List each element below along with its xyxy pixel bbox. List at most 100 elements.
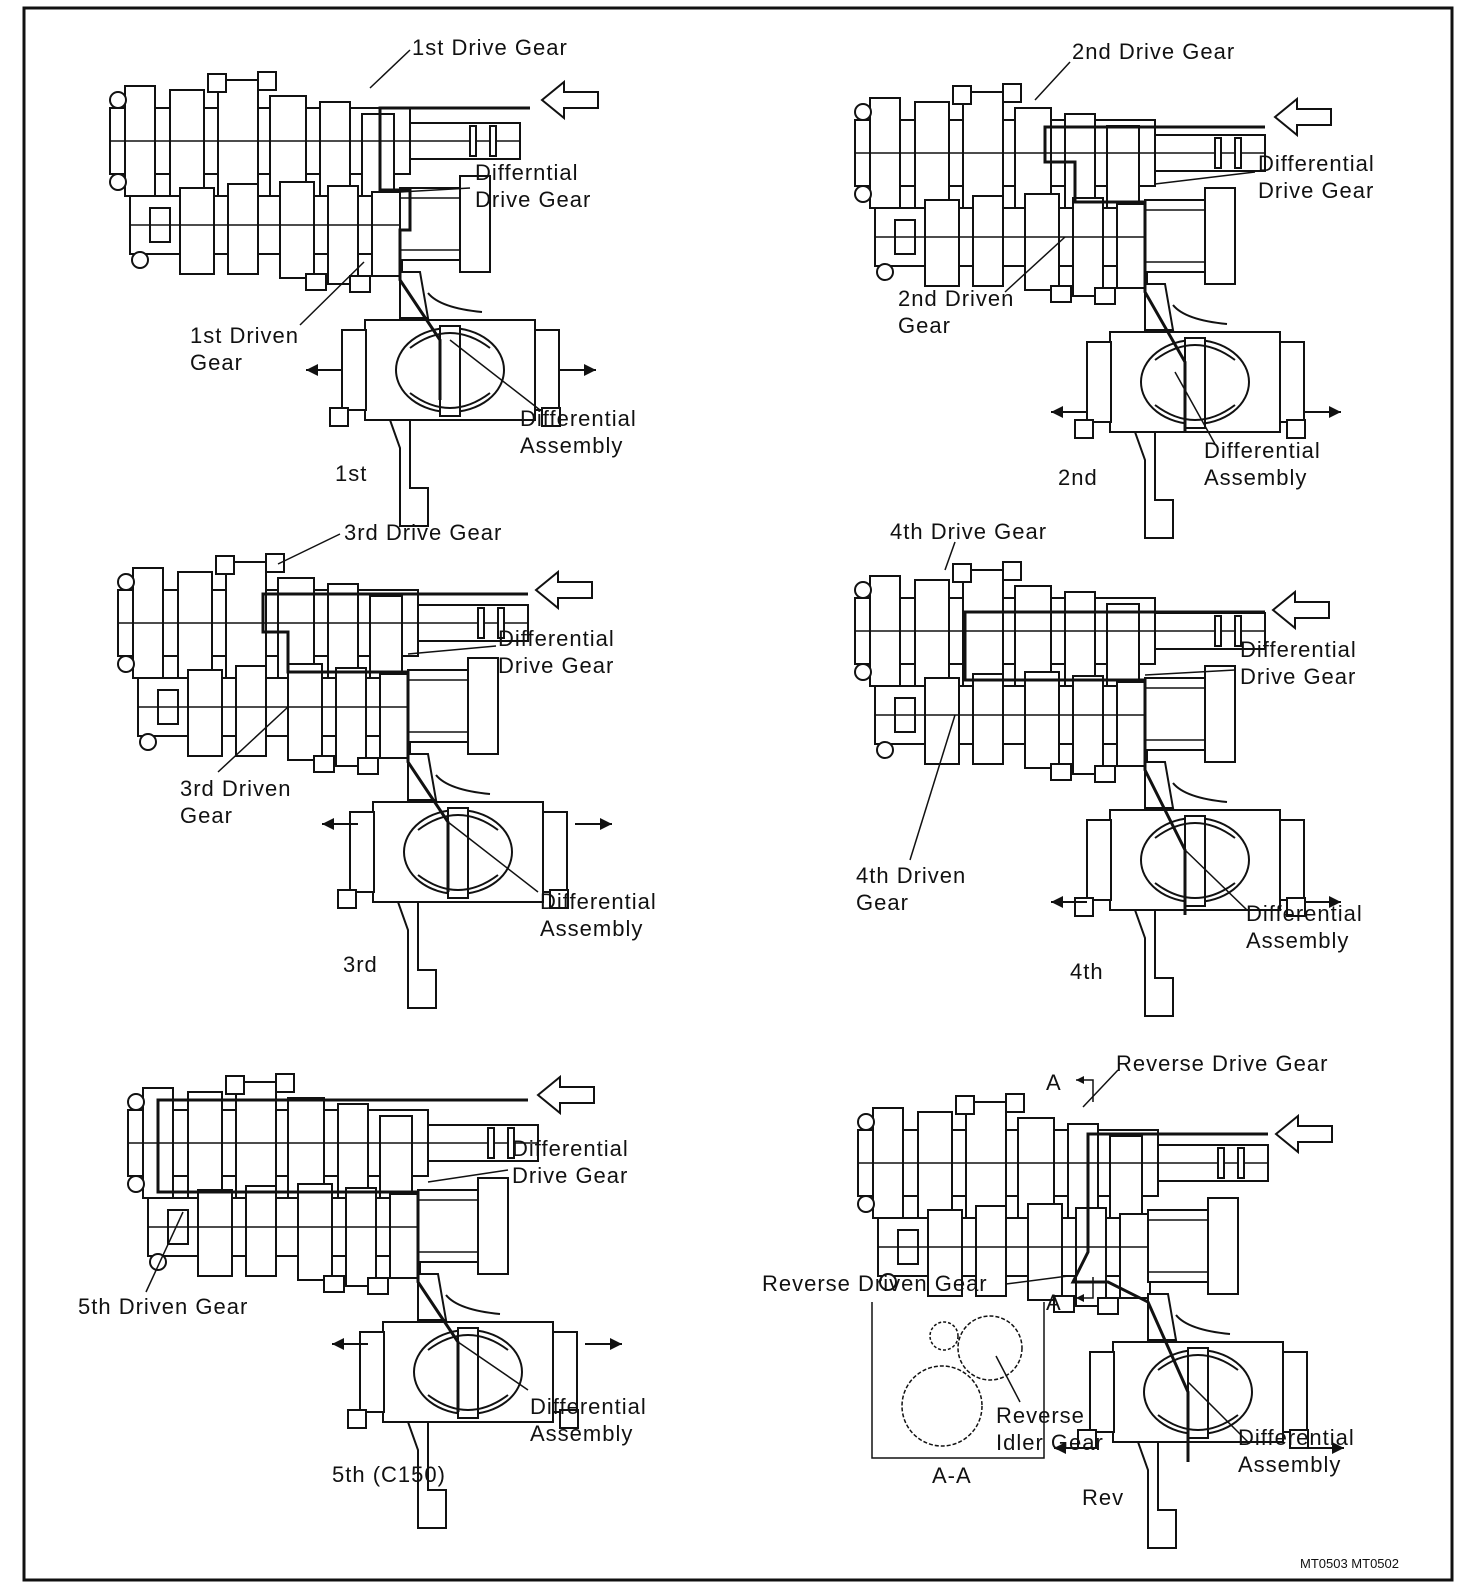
- leader-1st-diff-drive-gear: [399, 187, 471, 193]
- label-rev-drive-gear: Reverse Drive Gear: [1116, 1051, 1328, 1076]
- panel-3rd: [117, 533, 613, 1009]
- label-4th-diff-assembly-line2: Assembly: [1246, 928, 1349, 953]
- label-1st-driven-gear-line1: 1st Driven: [190, 323, 299, 348]
- leader-3rd-diff-assembly: [447, 821, 539, 893]
- leader-4th-diff-assembly: [1184, 849, 1248, 911]
- label-section-title: A-A: [932, 1463, 972, 1488]
- label-3rd-diff-drive-gear-line2: Drive Gear: [498, 653, 614, 678]
- label-5th-driven-gear: 5th Driven Gear: [78, 1294, 248, 1319]
- label-3rd-drive-gear: 3rd Drive Gear: [344, 520, 502, 545]
- caption-2nd: 2nd: [1058, 465, 1098, 490]
- label-4th-diff-drive-gear-line1: Differential: [1240, 637, 1357, 662]
- label-3rd-driven-gear-line2: Gear: [180, 803, 233, 828]
- leader-5th-diff-drive-gear: [427, 1169, 509, 1183]
- power-flow-path-2nd: [1043, 125, 1265, 432]
- input-arrow-2nd: [1274, 98, 1332, 136]
- label-5th-diff-drive-gear-line2: Drive Gear: [512, 1163, 628, 1188]
- label-section-mark-top: A: [1046, 1070, 1062, 1095]
- panel-4th: [854, 541, 1342, 1017]
- leader-1st-driven-gear: [299, 261, 365, 326]
- label-4th-drive-gear: 4th Drive Gear: [890, 519, 1047, 544]
- label-4th-diff-drive-gear-line2: Drive Gear: [1240, 664, 1356, 689]
- leader-5th-diff-assembly: [457, 1341, 529, 1391]
- label-rev-diff-assembly-line2: Assembly: [1238, 1452, 1341, 1477]
- leader-3rd-diff-drive-gear: [407, 645, 497, 655]
- label-2nd-driven-gear-line2: Gear: [898, 313, 951, 338]
- leader-3rd-drive-gear: [277, 533, 341, 565]
- caption-3rd: 3rd: [343, 952, 378, 977]
- panel-5th: [127, 1073, 623, 1529]
- label-1st-driven-gear-line2: Gear: [190, 350, 243, 375]
- label-5th-diff-drive-gear-line1: Differential: [512, 1136, 629, 1161]
- leader-4th-drive-gear: [944, 541, 956, 571]
- label-rev-idler-gear-line1: Reverse: [996, 1403, 1085, 1428]
- figure-code: MT0503 MT0502: [1300, 1556, 1399, 1571]
- label-5th-diff-assembly-line2: Assembly: [530, 1421, 633, 1446]
- idler-gear-large: [901, 1365, 983, 1447]
- leader-2nd-driven-gear: [1004, 236, 1066, 293]
- power-flow-path-rev: [1070, 1132, 1268, 1462]
- label-3rd-diff-assembly-line2: Assembly: [540, 916, 643, 941]
- gear-assembly-1st: [109, 71, 561, 527]
- figure-border: [22, 6, 1454, 1582]
- input-arrow-5th: [537, 1076, 595, 1114]
- idler-gear-medium: [957, 1315, 1023, 1381]
- label-rev-idler-gear-line2: Idler Gear: [996, 1430, 1104, 1455]
- input-arrow-1st: [541, 81, 599, 119]
- section-marker-bottom-arrowhead: [1076, 1294, 1084, 1302]
- leader-1st-drive-gear: [369, 49, 411, 89]
- leader-5th-driven-gear: [145, 1211, 184, 1293]
- label-2nd-diff-drive-gear-line1: Differential: [1258, 151, 1375, 176]
- gear-assembly-rev: [857, 1093, 1309, 1549]
- section-view-a-a: [871, 1302, 1045, 1459]
- label-4th-driven-gear-line2: Gear: [856, 890, 909, 915]
- caption-1st: 1st: [335, 461, 367, 486]
- caption-rev: Rev: [1082, 1485, 1124, 1510]
- label-1st-diff-assembly-line2: Assembly: [520, 433, 623, 458]
- section-marker-top-arrowhead: [1076, 1076, 1084, 1084]
- input-arrow-rev: [1275, 1115, 1333, 1153]
- panel-rev: [857, 1069, 1345, 1549]
- label-2nd-driven-gear-line1: 2nd Driven: [898, 286, 1014, 311]
- leader-4th-diff-drive-gear: [1144, 669, 1236, 676]
- label-2nd-diff-drive-gear-line2: Drive Gear: [1258, 178, 1374, 203]
- label-4th-diff-assembly-line1: Differential: [1246, 901, 1363, 926]
- label-1st-diff-assembly-line1: Differential: [520, 406, 637, 431]
- panel-1st: [109, 49, 599, 527]
- leader-2nd-drive-gear: [1034, 61, 1071, 101]
- power-flow-path-3rd: [261, 592, 528, 892]
- label-section-mark-bottom: A: [1046, 1290, 1062, 1315]
- label-2nd-diff-assembly-line2: Assembly: [1204, 465, 1307, 490]
- label-4th-driven-gear-line1: 4th Driven: [856, 863, 966, 888]
- label-rev-diff-assembly-line1: Differential: [1238, 1425, 1355, 1450]
- caption-4th: 4th: [1070, 959, 1104, 984]
- leader-rev-idler-gear: [995, 1355, 1021, 1403]
- caption-5th: 5th (C150): [332, 1462, 446, 1487]
- input-arrow-4th: [1272, 591, 1330, 629]
- label-2nd-diff-assembly-line1: Differential: [1204, 438, 1321, 463]
- leader-3rd-driven-gear: [217, 706, 289, 773]
- label-3rd-diff-drive-gear-line1: Differential: [498, 626, 615, 651]
- gear-assembly-4th: [854, 561, 1306, 1017]
- input-arrow-3rd: [535, 571, 593, 609]
- label-2nd-drive-gear: 2nd Drive Gear: [1072, 39, 1235, 64]
- leader-rev-drive-gear: [1082, 1069, 1119, 1108]
- label-3rd-driven-gear-line1: 3rd Driven: [180, 776, 291, 801]
- panel-2nd: [854, 61, 1342, 539]
- label-1st-diff-drive-gear-line1: Differntial: [475, 160, 579, 185]
- power-flow-path-1st: [378, 106, 530, 400]
- leader-4th-driven-gear: [909, 714, 956, 861]
- leader-rev-diff-assembly: [1187, 1381, 1249, 1443]
- leader-1st-diff-assembly: [449, 339, 541, 411]
- leader-2nd-diff-assembly: [1174, 371, 1216, 445]
- section-view-frame: [871, 1302, 1045, 1459]
- idler-gear-small: [929, 1321, 959, 1351]
- leader-rev-driven-gear: [1005, 1275, 1069, 1285]
- label-1st-diff-drive-gear-line2: Drive Gear: [475, 187, 591, 212]
- label-rev-driven-gear: Reverse Driven Gear: [762, 1271, 988, 1296]
- leader-2nd-diff-drive-gear: [1154, 171, 1256, 185]
- label-3rd-diff-assembly-line1: Differential: [540, 889, 657, 914]
- label-1st-drive-gear: 1st Drive Gear: [412, 35, 568, 60]
